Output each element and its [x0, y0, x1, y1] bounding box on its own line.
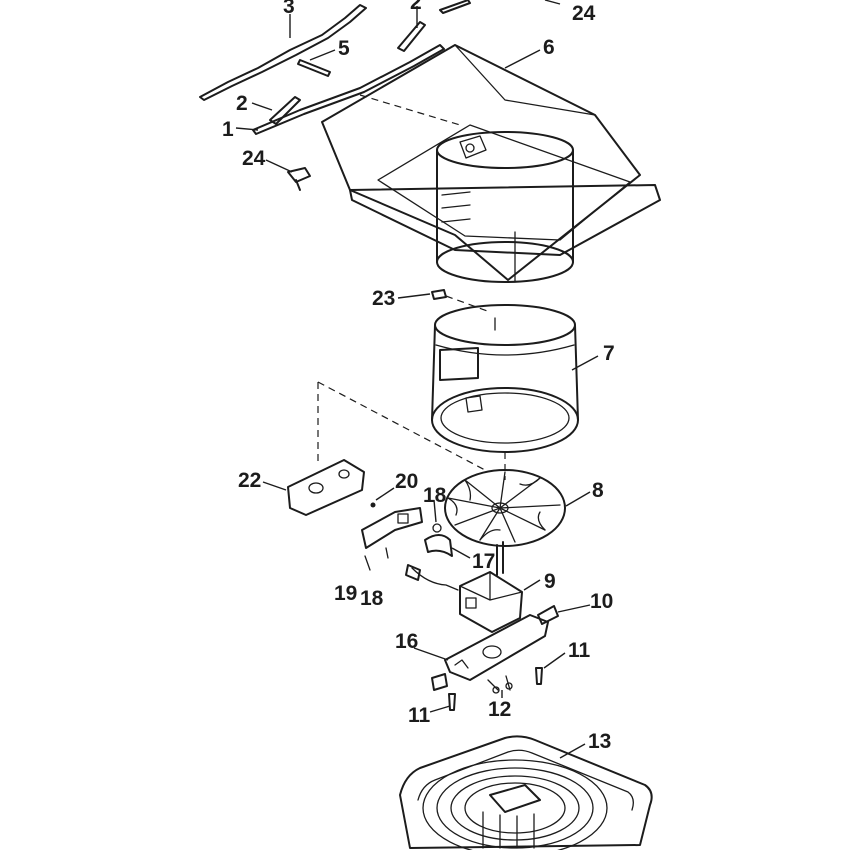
callout-20: 20: [395, 470, 418, 493]
part-1-mounting-bar: [252, 44, 445, 135]
part-19-strap: [361, 502, 423, 571]
callout-17: 17: [472, 550, 495, 573]
callout-24-left: 24: [242, 147, 266, 170]
callout-2-top: 2: [410, 0, 422, 14]
callout-16: 16: [395, 630, 418, 653]
callout-22: 22: [238, 469, 261, 492]
callout-9: 9: [544, 570, 556, 593]
part-12-screws: [487, 675, 513, 694]
callout-8: 8: [592, 479, 604, 502]
callout-11-left: 11: [408, 704, 431, 727]
part-3-mounting-bar: [199, 4, 367, 101]
part-16-motor-plate: [431, 605, 559, 691]
callout-3: 3: [283, 0, 295, 18]
callout-7: 7: [603, 342, 615, 365]
part-6-housing: [321, 44, 661, 283]
callout-24-top: 24: [572, 2, 596, 25]
part-17-clip: [424, 523, 453, 557]
part-8-fan-wheel: [444, 469, 566, 547]
callout-13: 13: [588, 730, 611, 753]
callout-11-right: 11: [568, 639, 591, 662]
part-2-left-clip: [269, 96, 301, 125]
part-5-clip: [297, 59, 331, 77]
callout-6: 6: [543, 36, 555, 59]
part-11-screws: [448, 667, 543, 711]
callout-23: 23: [372, 287, 395, 310]
part-23-screw: [431, 289, 491, 313]
callout-19: 19: [334, 582, 357, 605]
part-9-motor: [405, 541, 523, 633]
assembly-line-diagonal: [317, 381, 486, 471]
callout-10: 10: [590, 590, 613, 613]
part-2-top-bracket: [397, 0, 471, 52]
callout-18-top: 18: [423, 484, 447, 507]
callout-labels: 3 2 24 5 6 2 1 24 23 7 22 20 18 8 17 9 1…: [222, 0, 615, 753]
callout-12: 12: [488, 698, 511, 721]
callout-2-left: 2: [236, 92, 248, 115]
callout-5: 5: [338, 37, 350, 60]
part-24-screw: [287, 167, 311, 191]
part-22-bracket: [287, 459, 365, 516]
part-13-grille: [399, 735, 653, 850]
leader-lines: [235, 0, 599, 759]
callout-18-bottom: 18: [360, 587, 384, 610]
part-10-clip: [537, 605, 559, 625]
part-7-blower-cylinder: [431, 304, 579, 453]
callout-1: 1: [222, 118, 234, 141]
